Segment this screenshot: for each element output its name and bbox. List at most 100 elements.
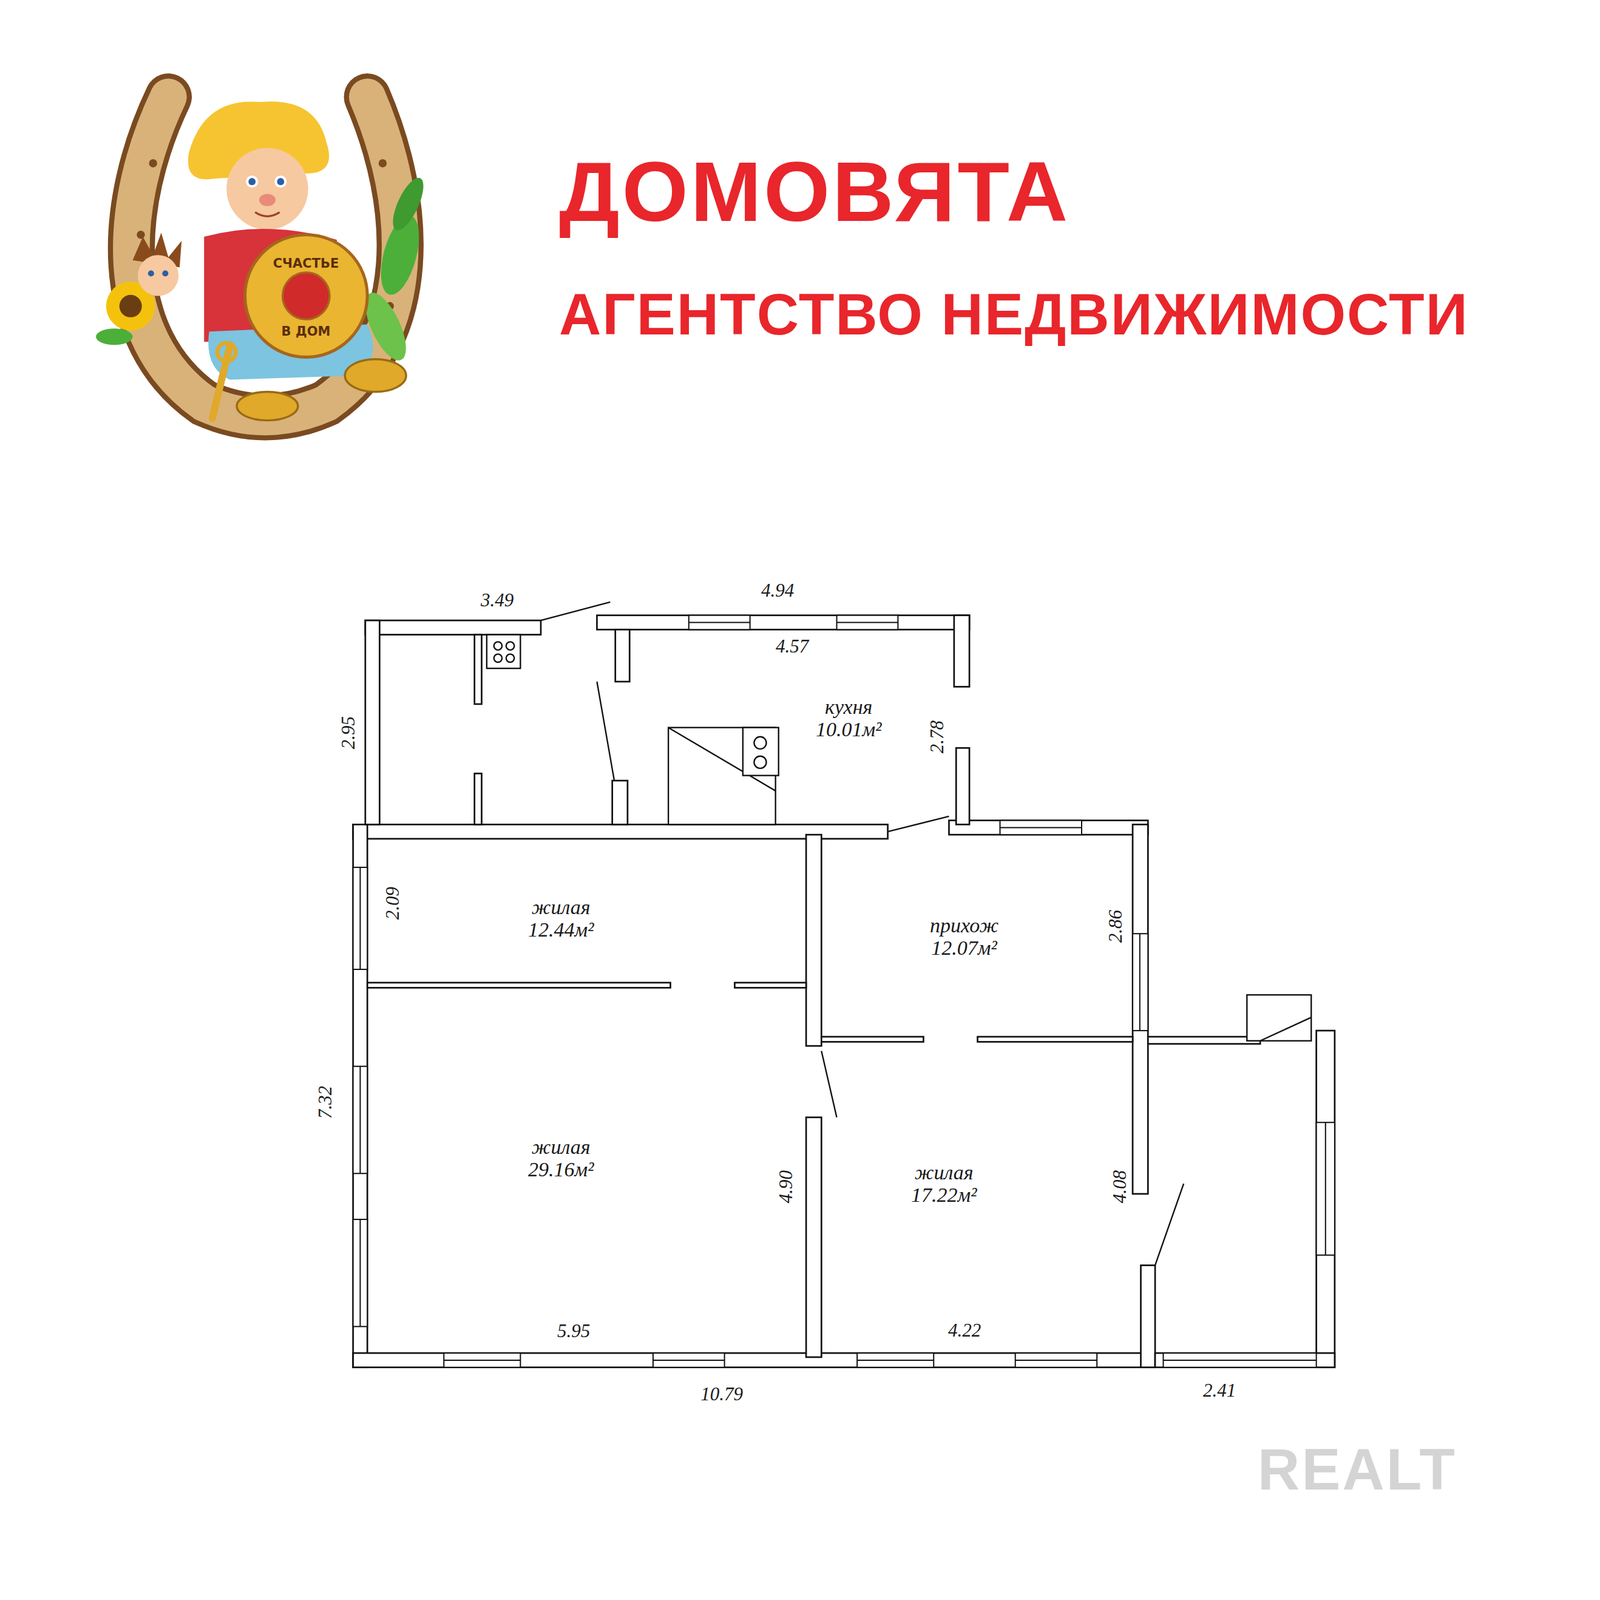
- wall: [806, 834, 822, 1046]
- logo: [95, 97, 430, 421]
- window: [1015, 1352, 1097, 1368]
- wall: [367, 982, 671, 988]
- logo-text: В ДОМ: [281, 325, 331, 339]
- wall: [1155, 1352, 1335, 1368]
- small-doll: [162, 270, 169, 277]
- window: [1000, 826, 1082, 828]
- window: [353, 867, 368, 970]
- dimension: 2.09: [382, 884, 403, 922]
- room-area-value: 12.07м²: [929, 936, 999, 960]
- dimension: 4.22: [946, 1320, 983, 1341]
- door-swing: [888, 816, 950, 832]
- wall: [954, 615, 970, 688]
- dimension: 2.95: [338, 714, 359, 751]
- house-spirit: [236, 392, 299, 421]
- wall: [977, 1036, 1134, 1042]
- house-spirit: [248, 177, 256, 186]
- fixture: [742, 727, 779, 776]
- room-name: жилая: [528, 895, 594, 919]
- luck-ring: [244, 234, 368, 358]
- room-name: кухня: [815, 695, 882, 719]
- dimension: 2.41: [1201, 1380, 1238, 1401]
- dimension: 10.79: [698, 1383, 745, 1404]
- wall: [948, 820, 1148, 836]
- room-area: жилая29.16м²: [522, 1132, 600, 1185]
- window: [1139, 933, 1141, 1031]
- room-area: жилая12.44м²: [522, 892, 600, 946]
- room-area-value: 17.22м²: [911, 1183, 977, 1207]
- wall: [474, 634, 482, 705]
- wall: [474, 773, 482, 825]
- luck-ring: [282, 272, 330, 320]
- house-spirit: [188, 101, 407, 421]
- watermark: REALT: [1257, 1440, 1457, 1499]
- dimension: 4.57: [773, 636, 811, 657]
- small-doll: [148, 270, 155, 277]
- fixture: [1246, 994, 1312, 1041]
- wall: [596, 615, 970, 631]
- fixture: [486, 634, 1312, 1041]
- fixture: [753, 736, 767, 750]
- window: [353, 1066, 368, 1174]
- room-name: прихож: [929, 914, 999, 937]
- window: [653, 1352, 725, 1368]
- brand-title: ДОМОВЯТА: [559, 149, 1071, 235]
- house-spirit: [245, 175, 258, 188]
- wall: [734, 982, 807, 988]
- dimension: 7.32: [315, 1084, 336, 1121]
- wall: [1147, 1036, 1261, 1045]
- fixture: [486, 634, 521, 669]
- room-area-value: 10.01м²: [815, 718, 882, 741]
- small-doll: [137, 254, 179, 296]
- sunflower: [119, 294, 143, 318]
- fixture: [506, 641, 515, 650]
- room-area: жилая17.22м²: [905, 1157, 983, 1211]
- room-name: жилая: [528, 1135, 594, 1159]
- window: [359, 867, 361, 970]
- dimension: 5.95: [555, 1320, 592, 1341]
- door-swing: [821, 1051, 837, 1118]
- wall: [615, 629, 631, 682]
- fixture: [1260, 1017, 1312, 1041]
- wall: [955, 747, 970, 825]
- window: [353, 615, 1335, 1368]
- window: [443, 1352, 521, 1368]
- window: [837, 621, 899, 623]
- house-spirit: [254, 212, 280, 217]
- logo: [136, 230, 145, 239]
- window: [1162, 1352, 1316, 1368]
- window: [1162, 1359, 1316, 1361]
- dimension: 4.90: [775, 1168, 796, 1205]
- dimension: 4.94: [759, 580, 796, 601]
- window: [837, 615, 899, 631]
- wall: [1132, 824, 1148, 1194]
- room-name: жилая: [911, 1161, 977, 1184]
- logo: [148, 159, 157, 167]
- wall: [353, 1352, 1156, 1368]
- house-spirit: [226, 148, 308, 230]
- wall: [612, 780, 628, 825]
- agency-subtitle: АГЕНТСТВО НЕДВИЖИМОСТИ: [559, 285, 1469, 344]
- window: [688, 621, 751, 623]
- fixture: [494, 641, 502, 650]
- room-area: кухня10.01м²: [809, 691, 888, 745]
- wall: [365, 620, 541, 635]
- dimension: 3.49: [478, 589, 516, 611]
- window: [359, 1066, 361, 1174]
- door-swing: [1155, 1183, 1184, 1265]
- house-spirit: [274, 175, 287, 188]
- luck-ring: [244, 234, 368, 358]
- wall: [1316, 1030, 1335, 1368]
- dimension: 2.78: [926, 718, 947, 756]
- fixture: [494, 654, 502, 663]
- room-area-value: 12.44м²: [528, 918, 594, 941]
- room-area-value: 29.16м²: [528, 1158, 594, 1181]
- window: [653, 1359, 725, 1361]
- wall: [806, 1117, 822, 1358]
- window: [353, 1219, 368, 1327]
- window: [1325, 1122, 1327, 1256]
- house-spirit: [276, 177, 285, 186]
- fixture: [753, 756, 767, 769]
